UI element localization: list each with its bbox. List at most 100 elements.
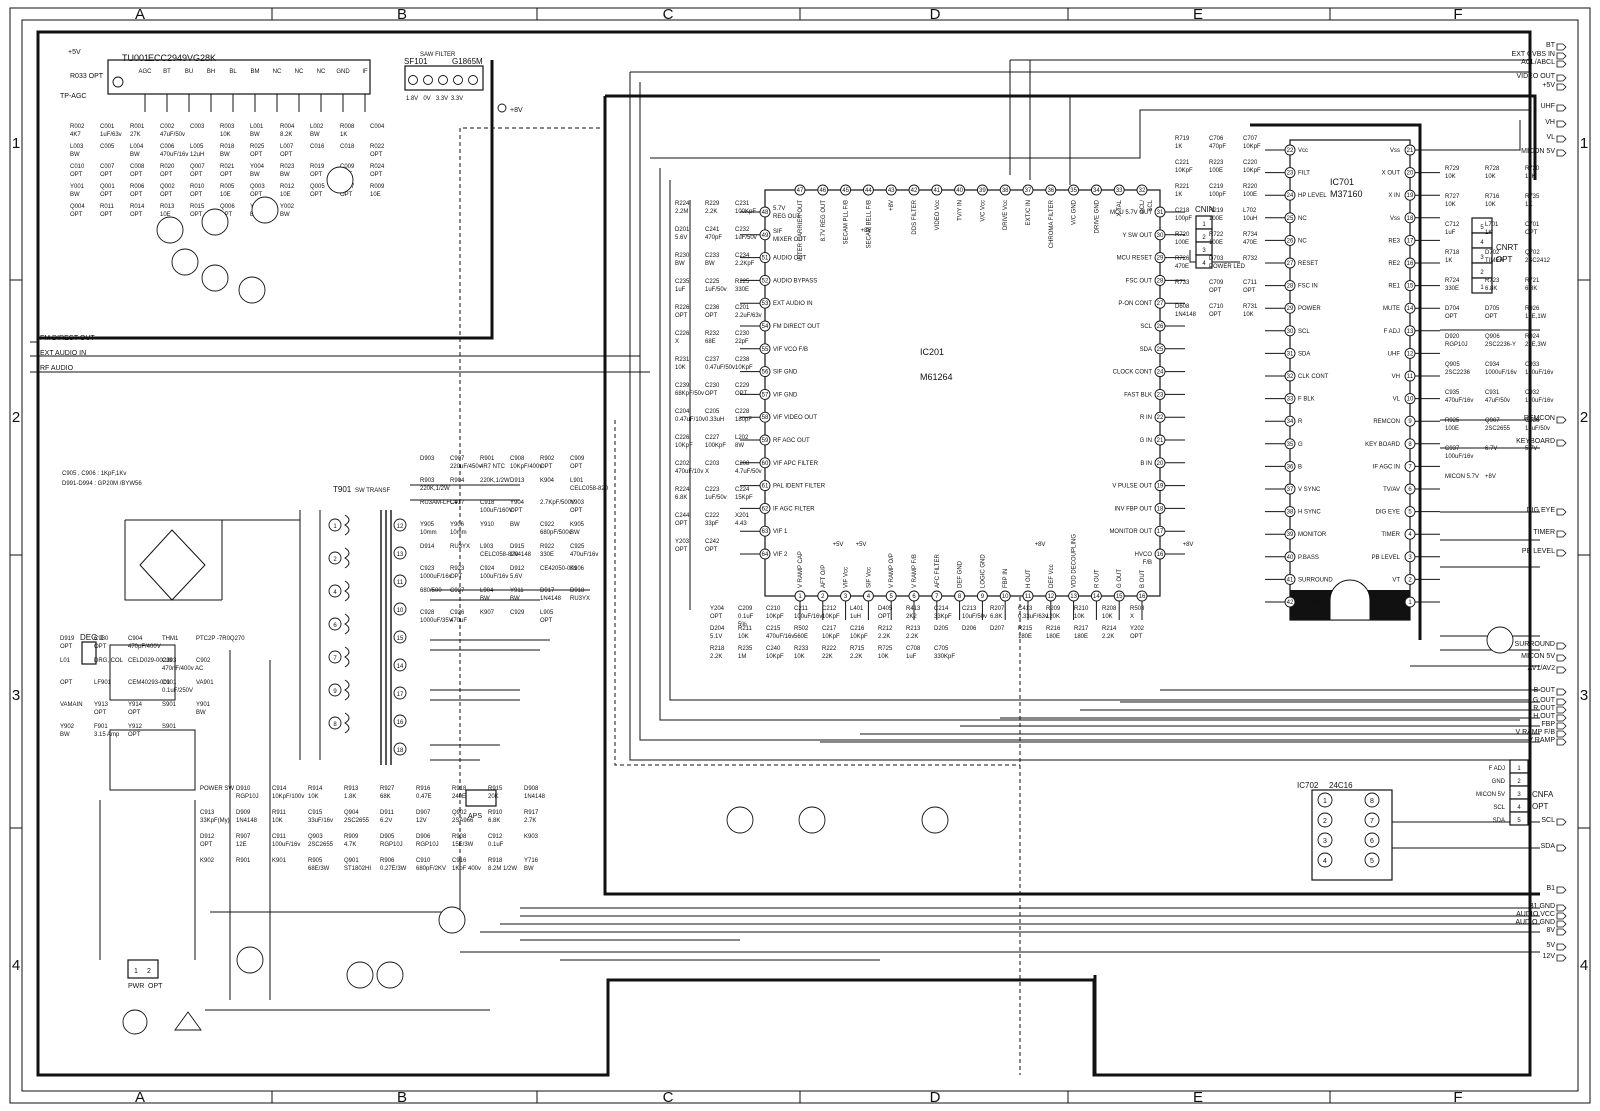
tuner-pin-bu: BU — [185, 69, 193, 75]
deg-pin: 1 — [100, 635, 104, 642]
ic201-pin-label-vdd-decoupling: VDD DECOUPLING — [1072, 534, 1078, 588]
right-signal-ext-cvbs-in: EXT CVBS IN — [1512, 51, 1555, 58]
ic701-pin-16: 16 — [1407, 261, 1414, 267]
t901-pin-13: 13 — [397, 552, 404, 558]
ic201-supply-3: +8V — [1183, 542, 1194, 548]
cnfa-num-4: 4 — [1517, 805, 1521, 811]
cnin-ref: CNIN — [1195, 205, 1215, 214]
t901-pin-16: 16 — [397, 720, 404, 726]
ic201-pin-62: 62 — [762, 506, 769, 512]
ic701-pin-label-filt: FILT — [1298, 171, 1310, 177]
saw-filter-caption: SAW FILTER — [420, 52, 456, 58]
grid-row-3-left: 3 — [12, 687, 20, 704]
ic201-pin-b1: 2 — [821, 594, 825, 600]
ic701-pin-label-tv-av: TV/AV — [1383, 487, 1400, 493]
psu-comp-57-opt: OPT — [60, 680, 73, 686]
psu-comp-8-220k-1-2w: 220K,1/2W — [480, 478, 510, 484]
grid-row-4-right: 4 — [1580, 957, 1588, 974]
grid-col-d-top: D — [930, 6, 941, 23]
ic701-pin-label-h-sync: H SYNC — [1298, 510, 1321, 516]
ic201-pin-label-vif-1: VIF 1 — [773, 529, 788, 535]
grid-col-f-top: F — [1453, 6, 1462, 23]
ic701-pin-19: 19 — [1407, 193, 1414, 199]
ic201-pin-b3: 4 — [867, 594, 871, 600]
cnfa-opt: OPT — [1532, 802, 1549, 811]
ic701-pin-33: 33 — [1287, 397, 1294, 403]
grid-col-d-bottom: D — [930, 1089, 941, 1106]
ic701-pin-label-p-bass: P.BASS — [1298, 555, 1319, 561]
right-signal-audio-gnd: AUDIO GND — [1515, 919, 1555, 926]
ic201-pin-label-sda: SDA — [1140, 347, 1152, 353]
t901-pin-17: 17 — [397, 692, 404, 698]
ic701-pin-21: 21 — [1407, 148, 1414, 154]
grid-col-c-top: C — [663, 6, 674, 23]
ic701-pin-7: 7 — [1408, 464, 1412, 470]
ic701-pin-9: 9 — [1408, 419, 1412, 425]
grid-col-a-top: A — [135, 6, 145, 23]
right-signal-v-ramp: V RAMP — [1528, 737, 1555, 744]
ic201-pin-label-r-out: R OUT — [1094, 569, 1100, 588]
ic201-pin-36: 36 — [1047, 188, 1054, 194]
ic701-pin-label-nc: NC — [1298, 216, 1307, 222]
t901-pin-2: 2 — [333, 557, 337, 563]
ic701-pin-14: 14 — [1407, 306, 1414, 312]
ic701-pin-3: 3 — [1408, 555, 1412, 561]
ic701-pin-label-timer: TIMER — [1381, 532, 1400, 538]
ic201-pin-label-tv-y-in: TV/Y IN — [958, 200, 964, 221]
ic701-pin-label-fsc-in: FSC IN — [1298, 284, 1318, 290]
cnfa-pin-gnd: GND — [1492, 779, 1506, 785]
transistor-8 — [798, 806, 826, 834]
psu-comp-61-va901: VA901 — [196, 680, 214, 686]
t901-pin-18: 18 — [397, 748, 404, 754]
ic701-pin-30: 30 — [1287, 329, 1294, 335]
ic701-pin-24: 24 — [1287, 193, 1294, 199]
ic702-pin-7: 7 — [1370, 818, 1374, 825]
right-signal-r-out: R OUT — [1533, 705, 1556, 712]
t901-pin-1: 1 — [333, 524, 337, 530]
pwr-opt: OPT — [148, 983, 163, 990]
ic701-part: M37160 — [1330, 189, 1363, 199]
ic701-pin-label-hp-level: HP LEVEL — [1298, 193, 1327, 199]
ic201-pin-61: 61 — [762, 484, 769, 490]
psu-comp-51-ptc2p-7r0q270: PTC2P -7R0Q270 — [196, 636, 245, 642]
psu-comp-103-k901: K901 — [272, 858, 287, 864]
ic201-pin-label-y-sw-out: Y SW OUT — [1122, 233, 1152, 239]
psu-comp-52-l01: L01 — [60, 658, 71, 664]
ic201-pin-label-audio-bypass: AUDIO BYPASS — [773, 278, 817, 284]
ic201-pin-b12: 13 — [1070, 594, 1077, 600]
av-comp-191-micon-5-7v: MICON 5.7V — [1445, 474, 1479, 480]
ic701-pin-4: 4 — [1408, 532, 1412, 538]
